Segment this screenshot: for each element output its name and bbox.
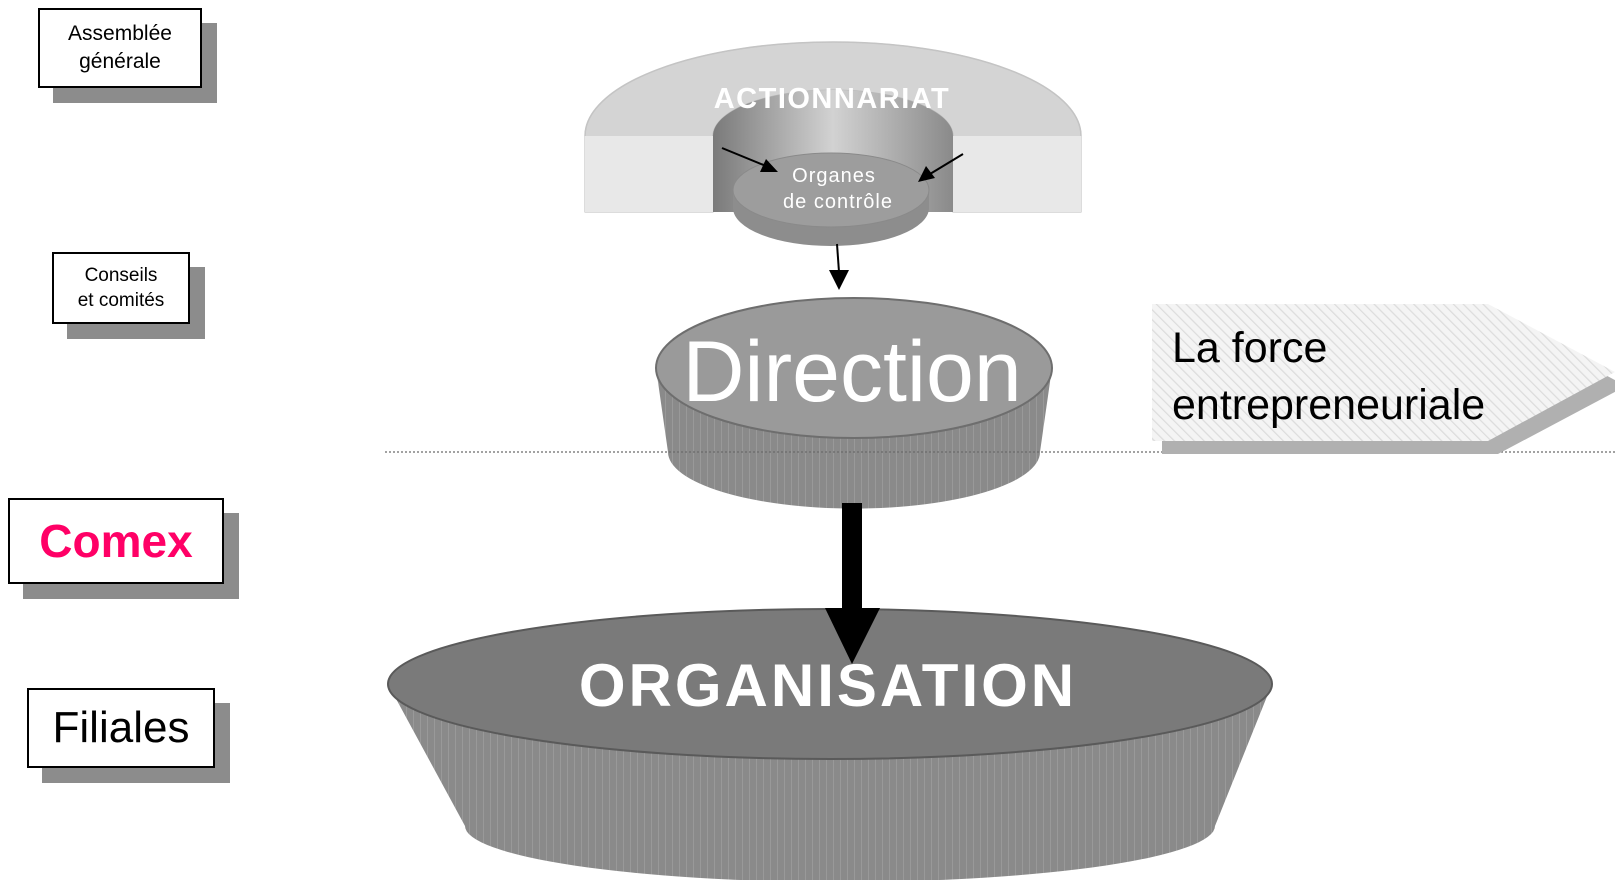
arrow-left-to-organes <box>721 147 778 172</box>
comex-label: Comex <box>39 515 193 567</box>
organes-line2: de contrôle <box>783 191 893 213</box>
filiales-label: Filiales <box>52 703 190 752</box>
conseils-line2: et comités <box>77 290 165 311</box>
direction-label: Direction <box>682 324 1021 420</box>
arrow-organes-to-direction <box>829 243 849 290</box>
assemblee-line2: générale <box>79 50 161 73</box>
comex-box: Comex <box>8 498 224 584</box>
force-line2: entrepreneuriale <box>1172 381 1485 429</box>
direction-drum <box>655 297 1053 509</box>
assemblee-generale-box: Assemblée générale <box>38 8 202 88</box>
arrow-right-to-organes <box>918 153 964 182</box>
organisation-label: ORGANISATION <box>579 652 1077 719</box>
conseils-comites-box: Conseils et comités <box>52 252 190 324</box>
assemblee-line1: Assemblée <box>68 22 172 45</box>
actionnariat-label: ACTIONNARIAT <box>714 83 951 115</box>
arrow-direction-to-organisation <box>825 503 880 664</box>
conseils-line1: Conseils <box>84 265 158 286</box>
filiales-box: Filiales <box>27 688 215 768</box>
organes-line1: Organes <box>792 165 876 187</box>
force-banner <box>1152 304 1615 454</box>
organisation-bowl <box>387 608 1273 880</box>
force-line1: La force <box>1172 324 1327 372</box>
organes-disc <box>732 152 930 246</box>
